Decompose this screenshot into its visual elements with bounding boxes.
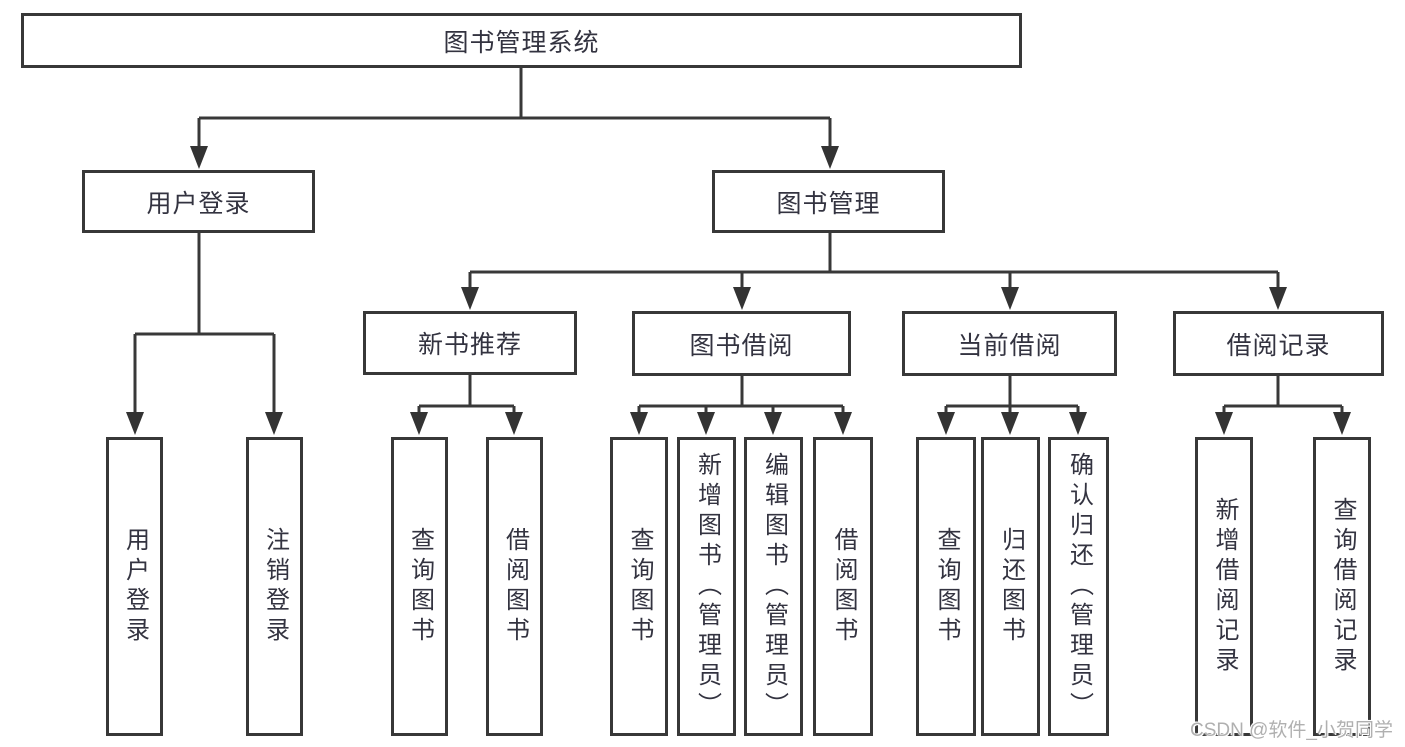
node-label: 图书管理系统: [443, 28, 600, 57]
leaf-bb-borrow-book: 借阅图书: [813, 437, 873, 736]
leaf-cb-confirm-return-admin: 确认归还（管理员）: [1048, 437, 1109, 736]
arrowhead-icon: [1269, 287, 1287, 310]
node-label: 借阅记录: [1226, 331, 1331, 360]
node-label: 查询图书: [406, 526, 434, 647]
node-user-login: 用户登录: [82, 170, 315, 233]
leaf-br-add-record: 新增借阅记录: [1195, 437, 1253, 736]
node-label: 当前借阅: [957, 331, 1062, 360]
leaf-rec-borrow-book: 借阅图书: [486, 437, 543, 736]
arrowhead-icon: [505, 412, 523, 435]
node-label: 新增借阅记录: [1211, 496, 1238, 677]
arrowhead-icon: [190, 146, 208, 169]
node-label: 注销登录: [261, 526, 289, 647]
arrowhead-icon: [821, 146, 839, 169]
arrowhead-icon: [1215, 412, 1233, 435]
node-label: 借阅图书: [830, 526, 857, 647]
arrowhead-icon: [410, 412, 428, 435]
arrowhead-icon: [1001, 412, 1019, 435]
leaf-br-query-record: 查询借阅记录: [1313, 437, 1371, 736]
node-label: 查询借阅记录: [1329, 496, 1356, 677]
leaf-user-login: 用户登录: [106, 437, 163, 736]
node-label: 图书管理: [776, 189, 881, 218]
node-system-root: 图书管理系统: [21, 13, 1022, 68]
arrowhead-icon: [265, 412, 283, 435]
node-label: 编辑图书（管理员）: [760, 451, 788, 722]
arrowhead-icon: [126, 412, 144, 435]
leaf-cb-query-book: 查询图书: [916, 437, 976, 736]
node-label: 用户登录: [146, 189, 251, 218]
leaf-rec-query-book: 查询图书: [391, 437, 448, 736]
arrowhead-icon: [834, 412, 852, 435]
node-current-borrow: 当前借阅: [902, 311, 1117, 376]
node-new-book-recommend: 新书推荐: [363, 311, 577, 375]
leaf-bb-query-book: 查询图书: [610, 437, 668, 736]
node-label: 归还图书: [997, 526, 1025, 647]
node-label: 借阅图书: [501, 526, 529, 647]
arrowhead-icon: [764, 412, 782, 435]
leaf-logout: 注销登录: [246, 437, 303, 736]
arrowhead-icon: [1001, 287, 1019, 310]
leaf-bb-edit-book-admin: 编辑图书（管理员）: [744, 437, 803, 736]
arrowhead-icon: [1069, 412, 1087, 435]
node-label: 新增图书（管理员）: [693, 451, 721, 722]
connector-book-borrow-children: [637, 375, 845, 413]
node-borrow-records: 借阅记录: [1173, 311, 1384, 376]
node-label: 确认归还（管理员）: [1065, 451, 1093, 722]
connector-root-to-level2: [197, 68, 832, 149]
connector-new-rec-children: [417, 375, 516, 413]
node-label: 用户登录: [121, 526, 149, 647]
node-label: 图书借阅: [689, 331, 794, 360]
csdn-watermark: CSDN @软件_小贺同学: [1190, 720, 1393, 741]
node-label: 查询图书: [626, 526, 653, 647]
node-book-management: 图书管理: [712, 170, 945, 233]
leaf-cb-return-book: 归还图书: [981, 437, 1040, 736]
node-label: 新书推荐: [417, 331, 522, 359]
leaf-bb-add-book-admin: 新增图书（管理员）: [677, 437, 736, 736]
node-label: 查询图书: [933, 526, 960, 647]
arrowhead-icon: [697, 412, 715, 435]
arrowhead-icon: [630, 412, 648, 435]
arrowhead-icon: [1333, 412, 1351, 435]
arrowhead-icon: [733, 287, 751, 310]
arrowhead-icon: [937, 412, 955, 435]
arrowhead-icon: [461, 287, 479, 310]
connector-user-login-children: [133, 233, 276, 413]
connector-book-mgmt-children: [468, 233, 1280, 289]
node-book-borrow: 图书借阅: [632, 311, 851, 376]
connector-borrow-record-children: [1222, 375, 1344, 413]
connector-current-borrow-children: [944, 375, 1080, 413]
